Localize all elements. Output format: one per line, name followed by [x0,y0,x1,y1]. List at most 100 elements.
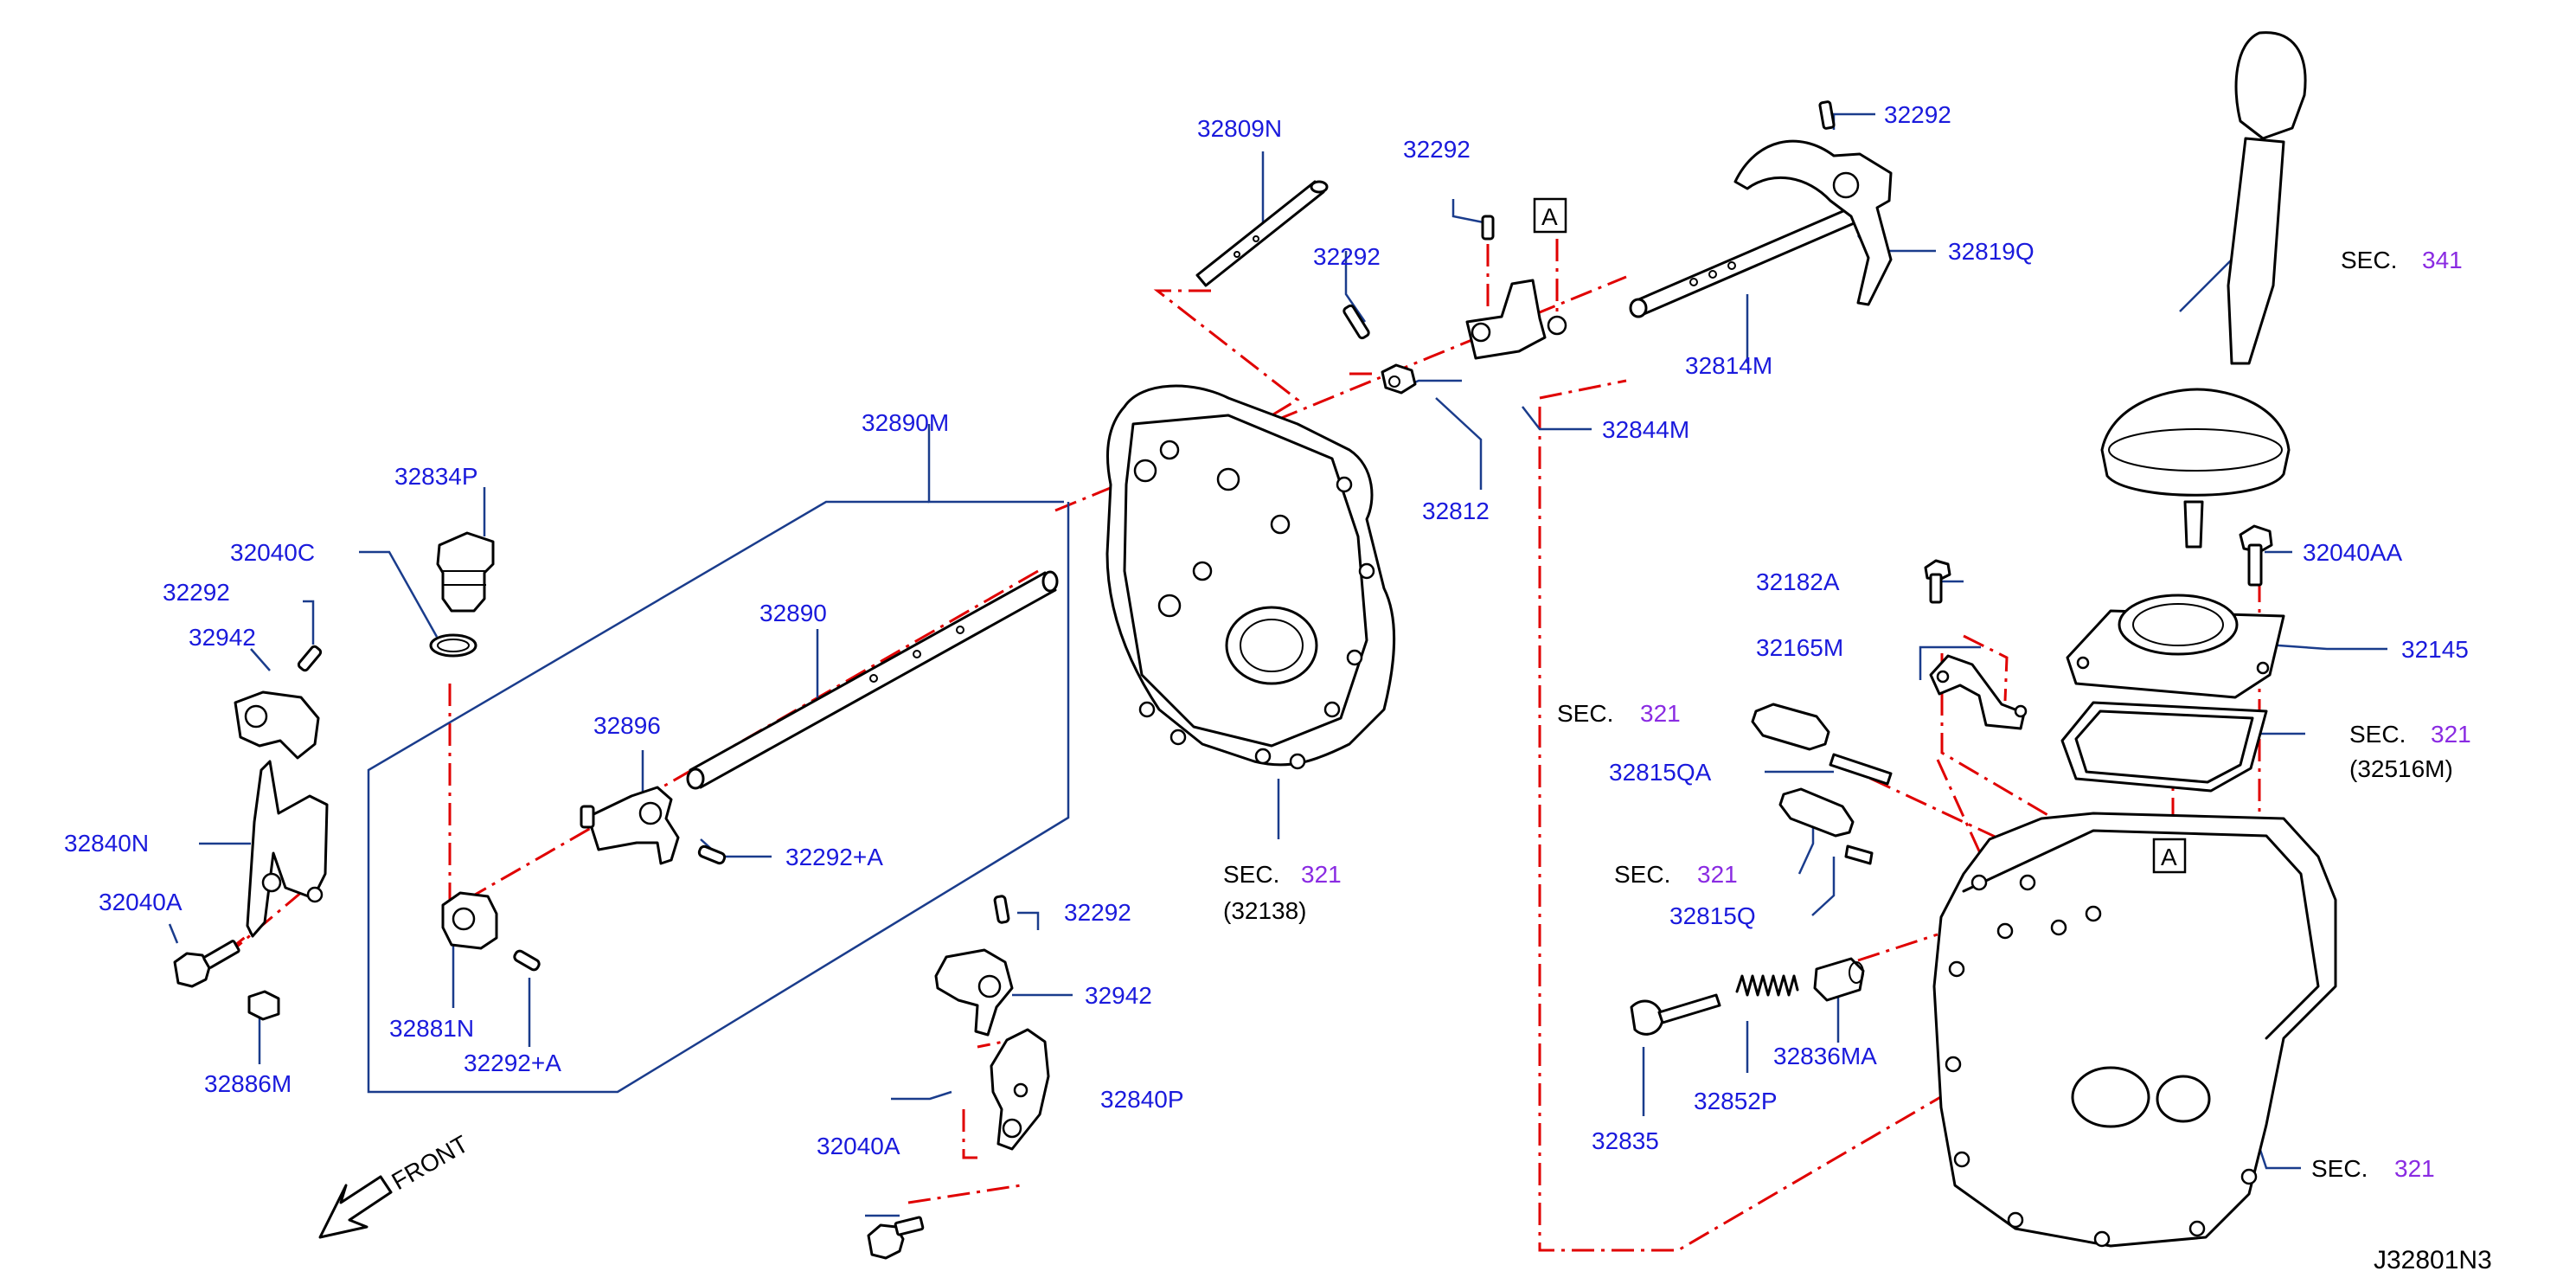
pin-32292-top-center [1481,215,1495,241]
ref-32516M: (32516M) [2349,755,2453,782]
label-32182A: 32182A [1756,568,1840,595]
rod-32815QA [1829,753,1893,786]
fork-32819Q [1733,139,1893,306]
sec-321-right-case: SEC. 321 [2311,1155,2435,1182]
bolt-32182A [1924,559,1951,604]
svg-text:SEC.: SEC. [2311,1155,2368,1182]
label-32836MA: 32836MA [1773,1043,1877,1069]
svg-text:SEC.: SEC. [1614,861,1670,888]
pin-32292A-lower [513,949,541,972]
bracket-32840N [246,760,329,938]
transmission-case-32138 [1105,384,1395,770]
label-32840N: 32840N [64,830,149,857]
bracket-32844M [1465,279,1567,360]
label-32292-e: 32292 [1064,899,1131,926]
label-32040A-b: 32040A [817,1133,900,1159]
reference-marker-a-top: A [1533,197,1567,234]
pin-32292-left [297,645,323,672]
label-32040AA: 32040AA [2303,539,2403,566]
shaft-32890 [686,570,1059,790]
label-32814M: 32814M [1685,352,1772,379]
label-32815Q: 32815Q [1669,902,1756,929]
shift-rod-32809N [1195,180,1329,287]
svg-text:321: 321 [2431,721,2471,748]
housing-32145 [2066,594,2285,699]
label-32835: 32835 [1592,1127,1659,1154]
svg-text:A: A [1541,203,1558,230]
sensor-321-upper [1751,703,1830,751]
pin-32292-top-right [1818,100,1836,130]
plunger-32835 [1630,993,1721,1036]
label-32815QA: 32815QA [1609,759,1712,786]
front-label: FRONT [388,1130,473,1195]
lever-32942-lower [934,948,1014,1037]
diagram-id: J32801N3 [2374,1246,2492,1274]
shift-lever-341 [2100,31,2307,549]
sec-341: SEC. 341 [2341,247,2463,273]
block-32886M [247,990,280,1021]
pin-32292A-middle [697,844,727,865]
pin-32815Q [1844,844,1874,865]
label-32040A-a: 32040A [99,889,183,915]
lever-32942-left [234,690,320,760]
label-32292-a: 32292 [1403,136,1471,163]
front-arrow-icon: FRONT [318,1130,473,1239]
sec-321-gasket: SEC. 321 (32516M) [2349,721,2471,782]
section-references: SEC. 341 SEC. 321 (32138) SEC. 321 SEC. … [1223,247,2471,1182]
shift-piece-32896 [580,786,680,865]
nut-32812 [1381,363,1417,395]
plug-32834P [436,531,495,613]
label-32145: 32145 [2401,636,2469,663]
label-32292-d: 32292 [163,579,230,606]
label-32890: 32890 [759,600,827,626]
label-32292-b: 32292 [1313,243,1381,270]
bolt-32040AA [2239,524,2273,587]
svg-text:SEC.: SEC. [2349,721,2406,748]
svg-text:SEC.: SEC. [2341,247,2397,273]
label-32812: 32812 [1422,498,1490,524]
bolt-32040A-left [173,940,240,988]
label-32852P: 32852P [1694,1088,1778,1114]
label-32896: 32896 [593,712,661,739]
label-32844M: 32844M [1602,416,1689,443]
shaft-32814M [1629,206,1860,318]
svg-text:A: A [2161,844,2177,870]
label-32890M: 32890M [862,409,949,436]
pin-32292-tilted [1342,304,1370,340]
label-32840P: 32840P [1100,1086,1184,1113]
svg-text:SEC.: SEC. [1557,700,1613,727]
block-32881N [441,891,498,950]
bolt-32040A-lower [867,1216,925,1260]
gasket-32516M [2060,701,2268,793]
part-labels: 32809N 32292 32292 32292 32819Q 32814M 3… [64,101,2469,1159]
bracket-32840P [990,1028,1050,1151]
sec-321-upper-sensor: SEC. 321 [1557,700,1681,727]
label-32292A-a: 32292+A [785,844,883,870]
svg-text:321: 321 [1640,700,1681,727]
label-32040C: 32040C [230,539,315,566]
transmission-case-321 [1932,812,2337,1248]
label-32942-a: 32942 [189,624,256,651]
ref-32138: (32138) [1223,897,1307,924]
label-32292A-b: 32292+A [464,1050,561,1076]
label-32881N: 32881N [389,1015,474,1042]
svg-text:SEC.: SEC. [1223,861,1279,888]
sec-321-lower-sensor: SEC. 321 [1614,861,1738,888]
svg-text:321: 321 [1301,861,1342,888]
label-32165M: 32165M [1756,634,1843,661]
sec-321-center-case: SEC. 321 (32138) [1223,861,1342,924]
label-32886M: 32886M [204,1070,292,1097]
label-32834P: 32834P [394,463,478,490]
svg-text:321: 321 [2394,1155,2435,1182]
svg-text:321: 321 [1697,861,1738,888]
bracket-32165M [1929,654,2028,730]
reference-marker-a-bottom: A [2152,838,2187,874]
sensor-321-lower [1778,787,1855,838]
label-32942-b: 32942 [1085,982,1152,1009]
label-32809N: 32809N [1197,115,1282,142]
sleeve-32836MA [1813,957,1865,1002]
label-32819Q: 32819Q [1948,238,2035,265]
pin-32292-lower-middle [993,895,1010,924]
svg-text:341: 341 [2422,247,2463,273]
